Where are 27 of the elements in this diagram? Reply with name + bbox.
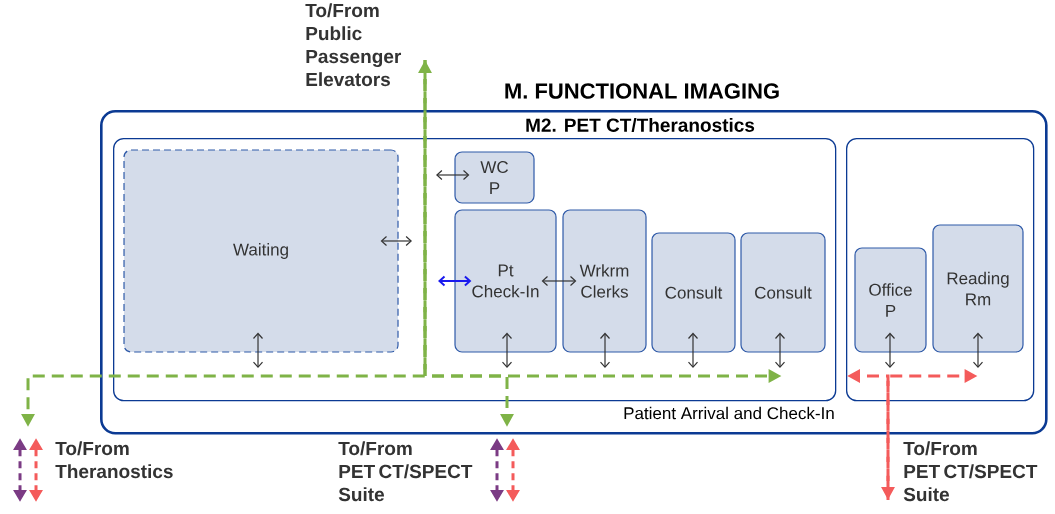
destination-label: To/From PET CT/SPECT Suite bbox=[903, 441, 1038, 502]
room-box: Wrkrm Clerks bbox=[562, 209, 647, 353]
section-box bbox=[846, 138, 1035, 402]
destination-label: To/From Theranostics bbox=[55, 441, 173, 479]
double-arrow bbox=[436, 169, 470, 181]
double-arrow bbox=[599, 332, 611, 368]
area-title: M. FUNCTIONAL IMAGING bbox=[505, 83, 779, 99]
double-arrow bbox=[380, 235, 412, 247]
room-box: Consult bbox=[740, 232, 826, 353]
waiting-area-box: Waiting bbox=[123, 149, 399, 353]
double-arrow bbox=[687, 332, 699, 368]
double-arrow bbox=[884, 332, 896, 368]
double-arrow bbox=[972, 332, 984, 368]
double-arrow bbox=[252, 332, 264, 368]
room-box: Reading Rm bbox=[932, 224, 1024, 353]
double-arrow bbox=[438, 275, 472, 287]
double-arrow bbox=[774, 332, 786, 368]
room-box: Office P bbox=[854, 247, 927, 353]
room-box: Consult bbox=[651, 232, 736, 353]
destination-label: To/From Public Passenger Elevators bbox=[305, 3, 401, 87]
area-note: Patient Arrival and Check-In bbox=[624, 406, 834, 420]
zone-title: M2. PET CT/Theranostics bbox=[526, 117, 755, 133]
room-box: WC P bbox=[454, 151, 535, 204]
double-arrow bbox=[541, 275, 577, 287]
double-arrow bbox=[501, 332, 513, 368]
destination-label: To/From PET CT/SPECT Suite bbox=[338, 441, 473, 502]
room-box: Pt Check-In bbox=[454, 209, 557, 353]
